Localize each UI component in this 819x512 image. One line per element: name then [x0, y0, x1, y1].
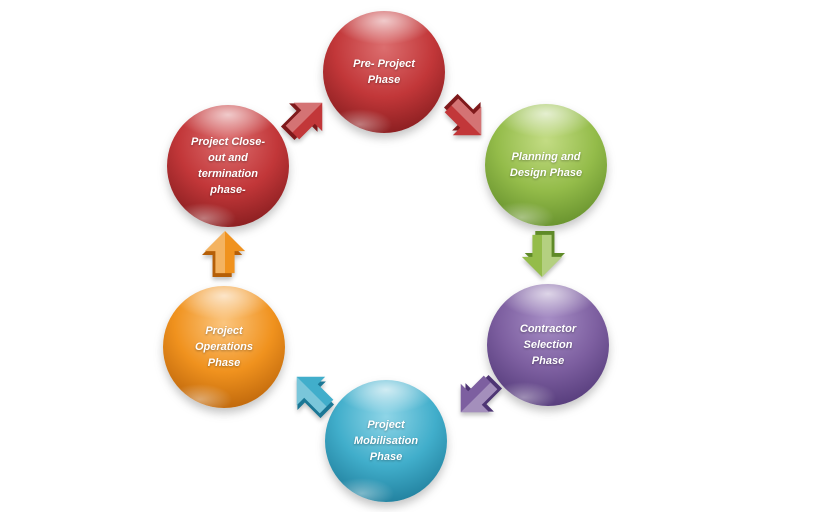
node-contractor-selection-phase-label: Contractor Selection Phase: [519, 323, 577, 367]
node-project-operations-phase-label: Project Operations Phase: [194, 325, 254, 369]
node-planning-and-design-phase-label: Planning and Design Phase: [509, 151, 583, 179]
node-project-operations-phase: Project Operations Phase: [163, 286, 285, 408]
node-project-close-out-phase: Project Close- out and termination phase…: [167, 105, 289, 227]
node-pre-project-phase: Pre- Project Phase: [323, 11, 445, 133]
node-contractor-selection-phase: Contractor Selection Phase: [487, 284, 609, 406]
node-project-close-out-phase-label: Project Close- out and termination phase…: [191, 136, 265, 196]
cycle-arrow-down-icon: [519, 229, 565, 279]
cycle-arrow-up-left-icon: [290, 368, 336, 419]
node-planning-and-design-phase: Planning and Design Phase: [485, 104, 607, 226]
node-project-mobilisation-phase-label: Project Mobilisation Phase: [353, 419, 419, 463]
cycle-arrow-up-icon: [202, 229, 248, 279]
node-project-mobilisation-phase: Project Mobilisation Phase: [325, 380, 447, 502]
cycle-arrow-down-right-icon: [442, 93, 488, 144]
cycle-arrow-down-left-icon: [454, 371, 503, 421]
cycle-arrow-up-right-icon: [280, 94, 329, 144]
node-pre-project-phase-label: Pre- Project Phase: [353, 58, 415, 86]
